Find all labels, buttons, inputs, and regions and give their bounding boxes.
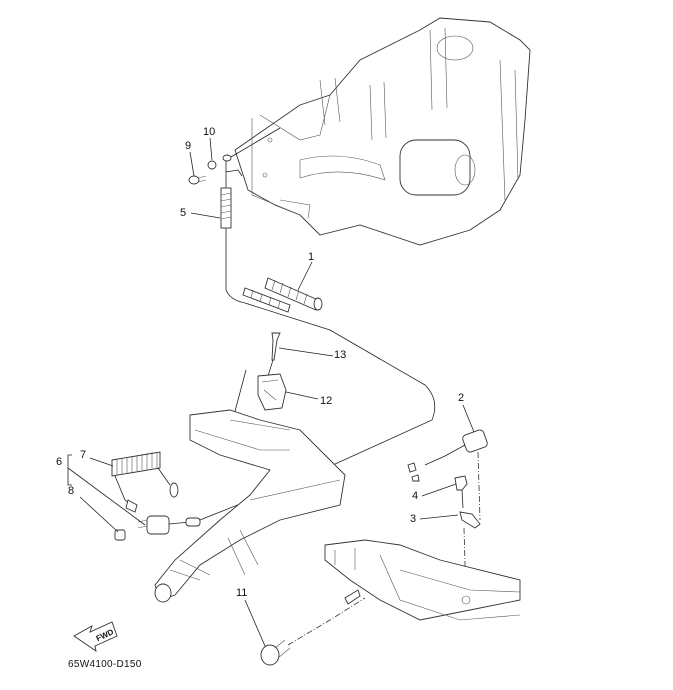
callout-10: 10 (203, 126, 216, 138)
callout-8: 8 (68, 485, 75, 497)
neutral-switch (407, 429, 488, 601)
callout-12: 12 (320, 395, 333, 407)
tube (242, 277, 323, 313)
callout-7: 7 (80, 449, 87, 461)
callout-9: 9 (185, 140, 192, 152)
tiller-handle (154, 409, 346, 603)
callout-3: 3 (410, 513, 417, 525)
callout-2: 2 (458, 392, 465, 404)
bottom-bracket (324, 539, 521, 621)
fwd-arrow-icon: FWD (73, 621, 118, 652)
callout-4: 4 (412, 490, 419, 502)
callout-6: 6 (56, 456, 63, 468)
leader-lines (67, 137, 475, 647)
switch-11 (260, 589, 366, 666)
callout-11: 11 (236, 587, 248, 599)
callout-5: 5 (180, 207, 187, 219)
callout-1: 1 (308, 251, 315, 263)
stop-switch-assy (111, 451, 201, 541)
callout-13: 13 (334, 349, 347, 361)
screw-holder (229, 332, 287, 431)
diagram-code: 65W4100-D150 (68, 659, 142, 670)
bolt-washer (188, 127, 281, 185)
engine-block (234, 17, 531, 246)
